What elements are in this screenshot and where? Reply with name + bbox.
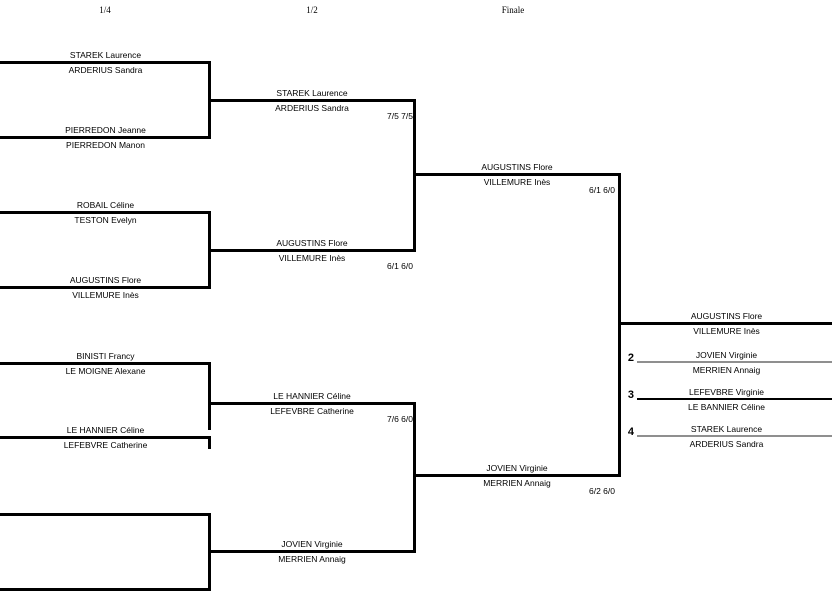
final2-score: 6/2 6/0 [589,486,615,496]
qf1-team2-player2: PIERREDON Manon [66,140,145,150]
final1-player1: AUGUSTINS Flore [481,162,553,172]
qf3-team2-player1: LE HANNIER Céline [66,425,145,435]
winner-player2: VILLEMURE Inès [693,326,760,336]
rank4-player2: ARDERIUS Sandra [689,439,764,449]
round-header-semifinal: 1/2 [306,5,318,15]
rank3-line [637,398,832,400]
qf3-bottom-tick-line [208,436,211,449]
rank2-line [637,361,832,363]
qf1-team1-player1: STAREK Laurence [69,50,142,60]
qf1-team1-player2: ARDERIUS Sandra [68,65,143,75]
round-header-final: Finale [501,5,525,15]
winner-line [618,322,832,325]
qf1-team2-player1: PIERREDON Jeanne [65,125,146,135]
rank2-player1: JOVIEN Virginie [695,350,758,360]
sf-bottom-vertical-line [413,402,416,553]
sf2-score: 6/1 6/0 [387,261,413,271]
final2-player1: JOVIEN Virginie [486,463,548,473]
rank3-player2: LE BANNIER Céline [687,402,765,412]
rank4-number: 4 [627,426,634,438]
rank4-line [637,435,832,437]
final1-player2: VILLEMURE Inès [483,177,551,187]
sf1-player1: STAREK Laurence [276,88,348,98]
qf4-bottom-line [0,588,211,591]
rank3-player1: LEFEVBRE Virginie [689,387,764,397]
final1-score: 6/1 6/0 [589,185,615,195]
qf2-team1-player1: ROBAIL Céline [76,200,135,210]
qf2-bottom-line [0,286,211,289]
sf4-player1: JOVIEN Virginie [281,539,343,549]
rank3-number: 3 [627,389,634,401]
sf4-line [208,550,416,553]
rank2-number: 2 [627,352,634,364]
qf3-team2-player2: LEFEBVRE Catherine [63,440,148,450]
sf1-player2: ARDERIUS Sandra [275,103,349,113]
qf2-team2-player2: VILLEMURE Inès [72,290,139,300]
qf3-team1-player2: LE MOIGNE Alexane [65,366,146,376]
sf2-player1: AUGUSTINS Flore [276,238,348,248]
sf4-player2: MERRIEN Annaig [278,554,346,564]
final2-line [413,474,621,477]
sf3-line [208,402,416,405]
qf2-team1-player2: TESTON Evelyn [74,215,137,225]
final2-player2: MERRIEN Annaig [483,478,551,488]
sf2-line [208,249,416,252]
sf3-player1: LE HANNIER Céline [273,391,351,401]
qf3-top-line [0,362,211,365]
sf3-score: 7/6 6/0 [387,414,413,424]
qf3-bottom-line [0,436,211,439]
sf3-player2: LEFEVBRE Catherine [270,406,354,416]
sf1-score: 7/5 7/5 [387,111,413,121]
sf2-player2: VILLEMURE Inès [278,253,346,263]
rank2-player2: MERRIEN Annaig [692,365,761,375]
rank4-player1: STAREK Laurence [690,424,763,434]
qf1-bottom-line [0,136,211,139]
qf3-vertical-line [208,362,211,430]
qf2-top-line [0,211,211,214]
qf1-top-line [0,61,211,64]
qf3-team1-player1: BINISTI Francy [76,351,135,361]
round-header-quarterfinal: 1/4 [99,5,111,15]
final-vertical-line [618,173,621,477]
qf4-top-line [0,513,211,516]
final1-line [413,173,621,176]
sf1-line [208,99,416,102]
qf2-team2-player1: AUGUSTINS Flore [69,275,142,285]
winner-player1: AUGUSTINS Flore [690,311,763,321]
